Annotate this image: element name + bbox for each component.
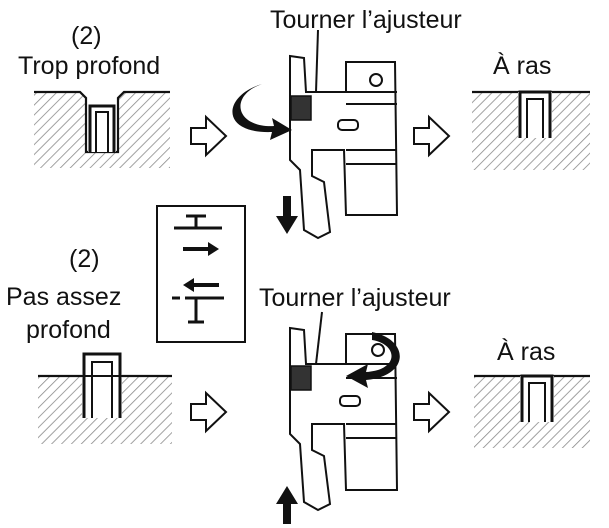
bottom-result-label: À ras [497,338,556,366]
bottom-depth-adjuster-dial [290,365,312,391]
top-number-label: (2) [71,22,102,50]
top-result-label: À ras [493,52,552,80]
top-flow-arrow-1-icon [190,114,228,158]
bottom-number-label: (2) [69,245,100,273]
top-nailer-tool [289,29,399,240]
top-action-label: Tourner l’ajusteur [270,6,462,34]
bottom-up-arrow-icon [276,486,298,524]
bottom-condition-line1-label: Pas assez [6,283,122,311]
bottom-not-deep-staple-icon [80,352,124,418]
bottom-action-label: Tourner l’ajusteur [259,284,451,312]
top-flush-staple-icon [518,90,552,138]
top-flow-arrow-2-icon [413,114,451,158]
bottom-flow-arrow-2-icon [413,390,451,434]
top-condition-label: Trop profond [18,52,161,80]
bottom-condition-line2-label: profond [26,316,111,344]
bottom-flow-arrow-1-icon [190,390,228,434]
bottom-flush-staple-icon [520,374,554,422]
top-too-deep-staple-icon [88,104,116,152]
top-depth-adjuster-dial [290,95,312,121]
top-rotate-arrow-icon [232,84,292,140]
bottom-rotate-arrow-icon [346,332,400,388]
top-down-arrow-icon [276,196,298,234]
adjustment-direction-legend [156,205,246,343]
